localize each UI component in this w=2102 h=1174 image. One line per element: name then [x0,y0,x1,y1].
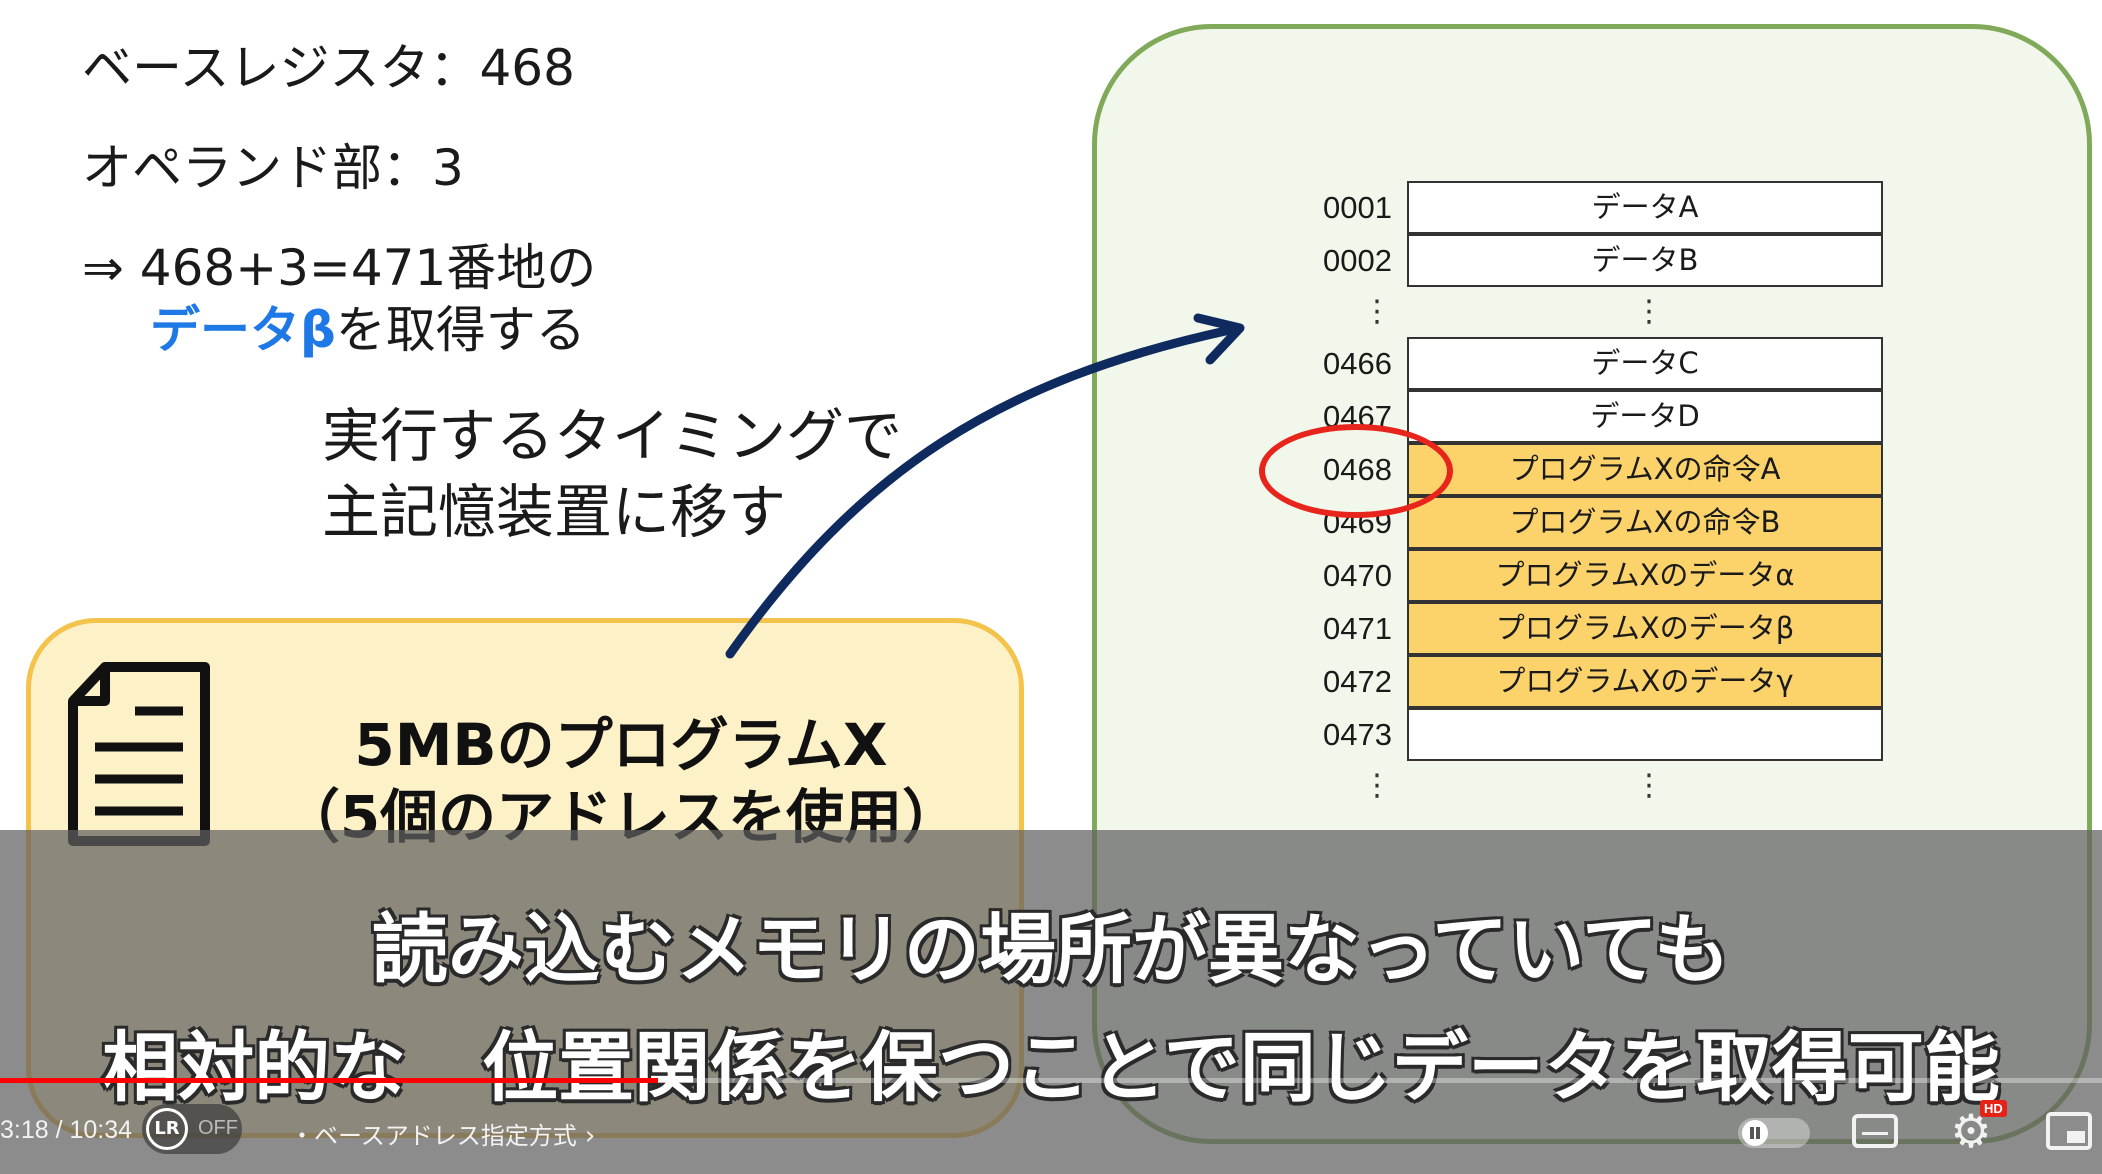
calc-text: ⇒ 468+3=471番地の [82,239,597,297]
memory-cell-program: プログラムXのデータγ [1407,655,1883,708]
subtitle-band [0,830,2102,1174]
address-label: 0473 [1323,717,1392,752]
timing-note: 実行するタイミングで 主記憶装置に移す [322,398,902,550]
subtitle-line-2: 相対的な 位置関係を保つことで同じデータを取得可能 [102,1023,2000,1112]
chevron-right-icon: › [584,1121,596,1151]
program-title-line-1: 5MBのプログラムX [354,711,888,779]
miniplayer-icon[interactable] [2046,1112,2092,1150]
highlight-circle [1259,424,1453,518]
memory-cell-program: プログラムXのデータβ [1407,602,1883,655]
time-display: 3:18 / 10:34 [0,1116,133,1144]
hd-badge: HD [1980,1100,2007,1117]
memory-cell: データD [1407,390,1883,443]
pause-icon [1742,1120,1768,1146]
timing-line-2: 主記憶装置に移す [322,478,787,546]
autoplay-toggle[interactable] [1738,1118,1810,1148]
operand-text: オペランド部：3 [82,139,464,197]
progress-bar[interactable] [0,1078,2102,1083]
lr-state: OFF [198,1117,238,1139]
address-label: 0471 [1323,611,1392,646]
memory-cell-program: プログラムXの命令A [1407,443,1883,496]
progress-fill [0,1078,658,1083]
timing-line-1: 実行するタイミングで [322,402,903,470]
memory-cell-program: プログラムXの命令B [1407,496,1883,549]
subtitles-icon[interactable] [1852,1114,1898,1148]
address-label: 0470 [1323,558,1392,593]
subtitle-line-1: 読み込むメモリの場所が異なっていても [371,905,1731,994]
address-ellipsis: ⋮ [1362,294,1392,329]
address-label: 0002 [1323,243,1392,278]
memory-cell: データC [1407,337,1883,390]
address-ellipsis: ⋮ [1362,768,1392,803]
address-label: 0466 [1323,346,1392,381]
memory-cell: データA [1407,181,1883,234]
result-rest: を取得する [335,301,586,359]
result-highlight: データβ [150,301,336,359]
lr-icon: LR [146,1108,188,1150]
cell-ellipsis: ⋮ [1634,768,1664,803]
address-label: 0472 [1323,664,1392,699]
address-label: 0001 [1323,190,1392,225]
memory-cell [1407,708,1883,761]
chapter-title: ・ベースアドレス指定方式 [290,1122,577,1150]
player-controls: 3:18 / 10:34 LR OFF ・ベースアドレス指定方式› ⚙ HD [0,1086,2102,1174]
result-text: データβを取得する [150,290,586,362]
chapter-button[interactable]: ・ベースアドレス指定方式› [290,1116,595,1151]
cell-ellipsis: ⋮ [1634,294,1664,329]
memory-cell-program: プログラムXのデータα [1407,549,1883,602]
base-register-text: ベースレジスタ：468 [82,39,575,97]
lr-toggle[interactable]: LR OFF [142,1104,242,1154]
memory-cell: データB [1407,234,1883,287]
